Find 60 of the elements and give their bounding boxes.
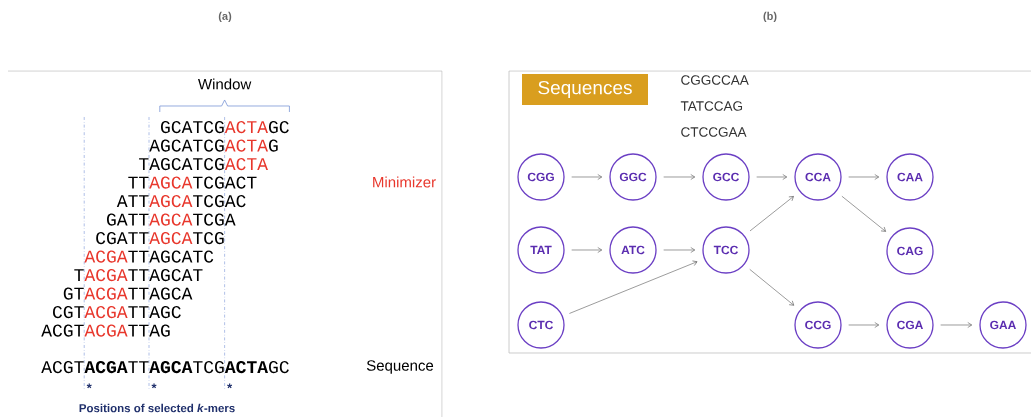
sequence-text: TT (128, 176, 149, 189)
sequence-text: TTAG (128, 324, 170, 337)
sequence-text: TTAGCATC (128, 250, 214, 263)
sequence-text: TAGCATCG (139, 157, 224, 171)
asterisk-mark: * (227, 383, 233, 389)
sequence-text: TCGACT (193, 176, 257, 189)
sequence-text: ACGA (84, 324, 128, 337)
sequence-text: ACGA (84, 287, 128, 300)
arrow (571, 174, 603, 180)
sequence-text: GATT (107, 213, 149, 226)
sequence-text: ACTA (224, 157, 268, 171)
sequence-text: ACGTACGATTAGCATCGACTAGC (41, 360, 289, 374)
sequence-text: G (269, 139, 278, 152)
sequence-text: CTCCGAA (681, 127, 747, 137)
arrow (749, 269, 795, 306)
asterisk-mark: * (151, 383, 157, 389)
sequence-text: ATT (116, 195, 149, 207)
sequence-text: TCGAC (193, 194, 246, 208)
sequence-text: AGCA (149, 231, 193, 245)
sequence-text: TATCCAG (680, 101, 742, 111)
sequence-text: AGCA (149, 213, 193, 226)
sequence-text: CGATT (96, 231, 149, 245)
arrow (663, 247, 696, 253)
caption-text: Window (198, 78, 252, 90)
arrow (749, 196, 794, 232)
arrow (663, 174, 696, 180)
sequence-text: GT (63, 287, 84, 300)
sequence-text: TCGA (193, 213, 236, 226)
sequence-text: GC (269, 120, 289, 134)
sequence-text: GCATCG (161, 120, 224, 134)
title-box: Sequences (522, 74, 648, 105)
arrow (756, 174, 788, 180)
caption-text: Sequence (366, 360, 434, 374)
arrow (569, 260, 698, 314)
arrow (848, 174, 880, 180)
panel-label: (b) (763, 11, 777, 23)
sequence-text: T (74, 269, 84, 281)
sequence-text: ACGA (84, 305, 128, 319)
sequence-text: AGCA (149, 176, 193, 189)
sequence-text: AGCA (149, 194, 193, 208)
asterisk-mark: * (86, 383, 92, 389)
arrow (940, 322, 973, 328)
arrow (841, 195, 886, 232)
sequence-text: TTAGC (128, 305, 181, 319)
panel-label: (a) (218, 11, 232, 23)
sequence-text: ACGA (84, 250, 128, 263)
sequence-text: ACGT (41, 324, 84, 337)
sequence-text: AGCATCG (149, 139, 224, 152)
sequence-text: CGT (53, 305, 84, 319)
sequence-text: ACGA (84, 268, 128, 282)
sequence-text: TTAGCA (128, 287, 193, 300)
sequence-text: TTAGCAT (128, 268, 203, 282)
sequence-text: ACTA (224, 120, 268, 134)
minimizer-label: Minimizer (373, 176, 436, 188)
caption-text: Positions of selected k-mers (79, 403, 235, 413)
sequence-text: ACTA (224, 139, 268, 152)
arrow (571, 247, 603, 253)
sequence-text: TCG (193, 231, 224, 245)
arrow (848, 322, 880, 328)
sequence-text: CGGCCAA (681, 75, 749, 85)
